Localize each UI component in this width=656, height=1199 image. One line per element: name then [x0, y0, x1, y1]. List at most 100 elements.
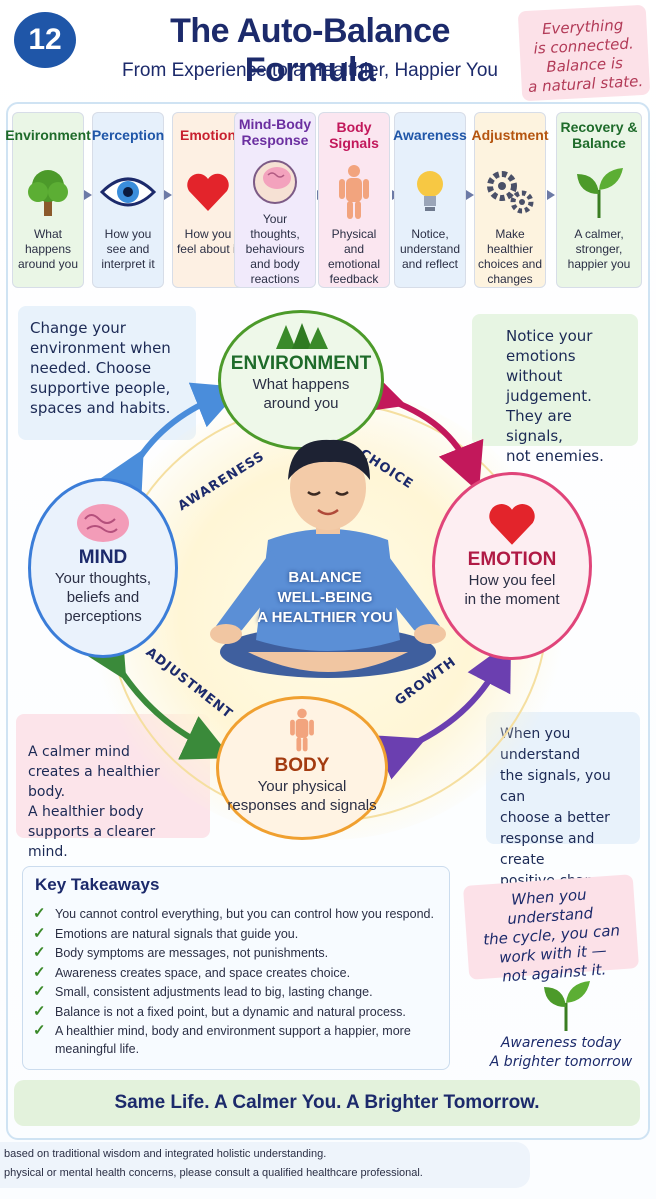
- heart-icon: [489, 504, 535, 545]
- list-item: ✓Balance is not a fixed point, but a dyn…: [33, 1002, 406, 1020]
- forest-icon: [276, 323, 328, 349]
- page-subtitle: From Experience to a Healthier, Happier …: [122, 60, 498, 81]
- node-title: EMOTION: [467, 549, 557, 570]
- step-recovery-balance: Recovery & Balance A calmer, stronger, h…: [556, 112, 642, 288]
- eye-icon: [93, 157, 163, 227]
- checkmark-icon: ✓: [33, 1022, 46, 1039]
- list-item: ✓A healthier mind, body and environment …: [33, 1022, 411, 1056]
- checkmark-icon: ✓: [33, 983, 46, 1000]
- section-number-badge: 12: [14, 12, 76, 68]
- tagline-line: Awareness today: [500, 1035, 622, 1051]
- step-title: Perception: [91, 127, 165, 143]
- node-desc-line: Your thoughts,: [54, 570, 152, 587]
- step-desc: Your thoughts, behaviours and body react…: [245, 212, 305, 286]
- note-line: A healthier body: [28, 804, 144, 820]
- tree-icon: [13, 157, 83, 227]
- node-mind: MIND Your thoughts, beliefs and percepti…: [28, 478, 178, 658]
- arrow-icon: [81, 627, 232, 760]
- node-desc-line: What happens: [252, 376, 350, 393]
- node-title: ENVIRONMENT: [230, 353, 372, 374]
- node-emotion: EMOTION How you feel in the moment: [432, 472, 592, 660]
- checkmark-icon: ✓: [33, 905, 46, 922]
- note-line: response and create: [500, 831, 595, 868]
- node-body: BODY Your physical responses and signals: [216, 696, 388, 840]
- note-line: judgement.: [506, 387, 592, 405]
- tagline-line: A brighter tomorrow: [489, 1054, 633, 1070]
- step-emotion: Emotion How you feel about it: [172, 112, 244, 288]
- note-line: emotions without: [506, 347, 576, 385]
- arrow-icon: [372, 640, 512, 780]
- step-desc: How you see and interpret it: [101, 227, 155, 271]
- note-line: supports a clearer mind.: [28, 824, 156, 860]
- step-desc: How you feel about it: [176, 227, 240, 256]
- emotion-tip-note: Notice your emotions without judgement. …: [472, 314, 638, 465]
- arrow-icon: [547, 190, 555, 200]
- node-desc-line: Your physical: [257, 778, 347, 795]
- takeaways-list: ✓You cannot control everything, but you …: [33, 905, 445, 1060]
- step-adjustment: Adjustment Make healthier choices and ch…: [471, 112, 549, 288]
- center-balance-text: BALANCE WELL-BEING A HEALTHIER YOU: [240, 568, 410, 628]
- step-title: Recovery & Balance: [560, 119, 638, 151]
- step-title: Adjustment: [471, 127, 549, 143]
- arrow-icon: [99, 382, 243, 503]
- step-desc: Notice, understand and reflect: [399, 227, 461, 271]
- page-title: The Auto-Balance Formula: [170, 12, 450, 89]
- note-line: choose a better: [500, 810, 610, 826]
- list-item: ✓You cannot control everything, but you …: [33, 905, 434, 922]
- arrow-icon: [466, 190, 474, 200]
- lightbulb-icon: [395, 157, 465, 227]
- body-icon: [319, 157, 389, 227]
- checkmark-icon: ✓: [33, 944, 46, 961]
- step-title: Awareness: [393, 127, 467, 143]
- note-line: Change your: [30, 319, 126, 337]
- closing-banner: Same Life. A Calmer You. A Brighter Tomo…: [14, 1080, 640, 1126]
- step-mind-body-response: Mind-Body Response Your thoughts, behavi…: [234, 112, 316, 288]
- arrow-icon: [164, 190, 172, 200]
- brain-icon: [77, 504, 129, 542]
- node-title: BODY: [274, 755, 330, 776]
- gears-icon: [475, 157, 545, 227]
- key-takeaways-panel: Key Takeaways ✓You cannot control everyt…: [22, 866, 450, 1070]
- list-item: ✓Emotions are natural signals that guide…: [33, 924, 299, 942]
- node-desc-line: beliefs and: [66, 589, 140, 606]
- list-item: ✓Small, consistent adjustments lead to b…: [33, 983, 373, 1000]
- sprout-icon: [544, 981, 590, 1031]
- step-desc: Make healthier choices and changes: [477, 227, 543, 286]
- takeaways-title: Key Takeaways: [35, 875, 160, 894]
- sprout-icon: [557, 157, 641, 227]
- node-desc-line: responses and signals: [227, 797, 377, 814]
- cycle-note: When you understand the cycle, you can w…: [462, 874, 640, 986]
- note-line: not enemies.: [506, 447, 604, 465]
- step-desc: Physical and emotional feedback: [327, 227, 381, 286]
- step-title: Emotion: [180, 127, 236, 143]
- node-environment: ENVIRONMENT What happens around you: [218, 310, 384, 450]
- footer-line: physical or mental health concerns, plea…: [4, 1167, 423, 1179]
- node-desc-line: around you: [263, 395, 339, 412]
- heart-icon: [173, 157, 243, 227]
- note-line: Notice your: [506, 327, 593, 345]
- note-line: environment when: [30, 339, 171, 357]
- step-body-signals: Body Signals Physical and emotional feed…: [318, 112, 390, 288]
- step-title: Body Signals: [329, 119, 379, 151]
- checkmark-icon: ✓: [33, 1002, 46, 1020]
- step-awareness: Awareness Notice, understand and reflect: [393, 112, 467, 288]
- arrow-icon: [353, 367, 484, 493]
- note-line: They are signals,: [506, 407, 572, 445]
- node-desc-line: perceptions: [64, 608, 142, 625]
- note-line: the signals, you can: [500, 768, 611, 805]
- footer-line: based on traditional wisdom and integrat…: [4, 1148, 327, 1160]
- checkmark-icon: ✓: [33, 924, 46, 942]
- meditating-person-icon: [210, 439, 446, 678]
- note-line: creates a healthier body.: [28, 764, 160, 800]
- checkmark-icon: ✓: [33, 963, 46, 981]
- step-desc: What happens around you: [17, 227, 79, 271]
- note-line: needed. Choose: [30, 359, 152, 377]
- brain-icon: [235, 151, 315, 212]
- list-item: ✓Body symptoms are messages, not punishm…: [33, 944, 329, 961]
- center-line: BALANCE: [288, 569, 362, 586]
- step-title: Environment: [5, 127, 91, 143]
- step-title: Mind-Body Response: [238, 116, 312, 149]
- node-desc-line: How you feel: [468, 572, 556, 589]
